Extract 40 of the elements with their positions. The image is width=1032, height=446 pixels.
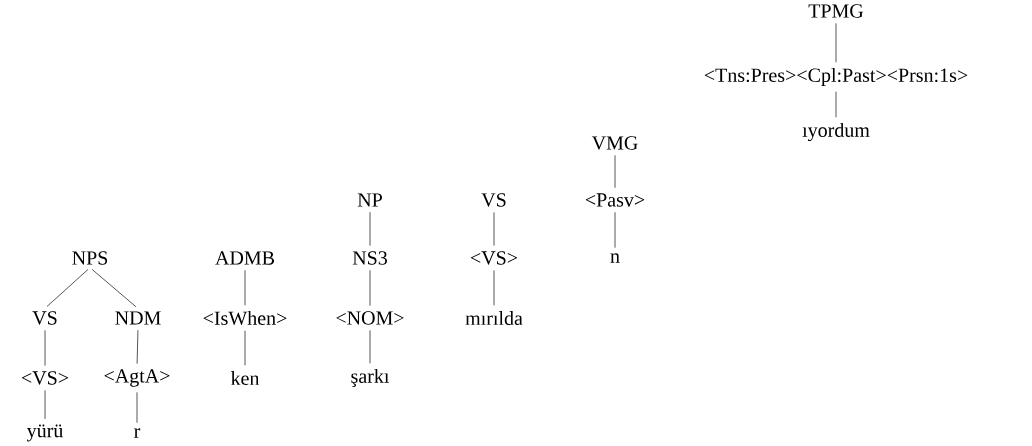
tree-branch — [44, 390, 46, 420]
tree-label: TPMG — [808, 4, 864, 18]
tree-label: şarkı — [351, 368, 390, 388]
tree-branch — [136, 329, 139, 364]
tree-label: VS — [32, 311, 57, 325]
tree-branch — [369, 211, 371, 246]
tree-branch — [244, 330, 246, 366]
tree-branch — [44, 330, 46, 366]
tree-label: NP — [357, 193, 382, 207]
tree-label: ken — [230, 370, 260, 385]
tree-branch — [369, 329, 371, 364]
tree-branch — [493, 212, 495, 246]
tree-branch — [369, 269, 371, 306]
tree-branch — [835, 91, 837, 118]
tree-branch — [614, 155, 616, 189]
tree-label: yürü — [26, 424, 63, 442]
tree-label: <Tns:Pres><Cpl:Past><Prsn:1s> — [704, 67, 968, 87]
tree-label: <NOM> — [336, 311, 404, 325]
tree-label: VS — [481, 193, 506, 207]
tree-branch — [493, 270, 495, 306]
tree-label: <AgtA> — [104, 369, 170, 387]
tree-label: <VS> — [21, 371, 69, 385]
tree-label: ıyordum — [802, 122, 870, 142]
tree-label: mırılda — [465, 310, 523, 325]
tree-label: r — [134, 428, 141, 438]
tree-branch — [244, 269, 246, 306]
tree-label: NDM — [115, 311, 161, 325]
tree-branch — [614, 211, 616, 248]
tree-branch — [835, 23, 837, 63]
tree-label: n — [610, 253, 620, 263]
tree-label: <VS> — [470, 251, 518, 265]
tree-branch — [46, 269, 89, 307]
tree-label: <IsWhen> — [203, 310, 287, 326]
tree-label: <Pasv> — [585, 193, 645, 207]
tree-label: NPS — [72, 251, 108, 265]
tree-label: VMG — [591, 136, 638, 150]
tree-branch — [91, 269, 137, 308]
tree-branch — [136, 392, 138, 423]
tree-label: NS3 — [352, 251, 387, 265]
tree-label: ADMB — [215, 251, 274, 265]
